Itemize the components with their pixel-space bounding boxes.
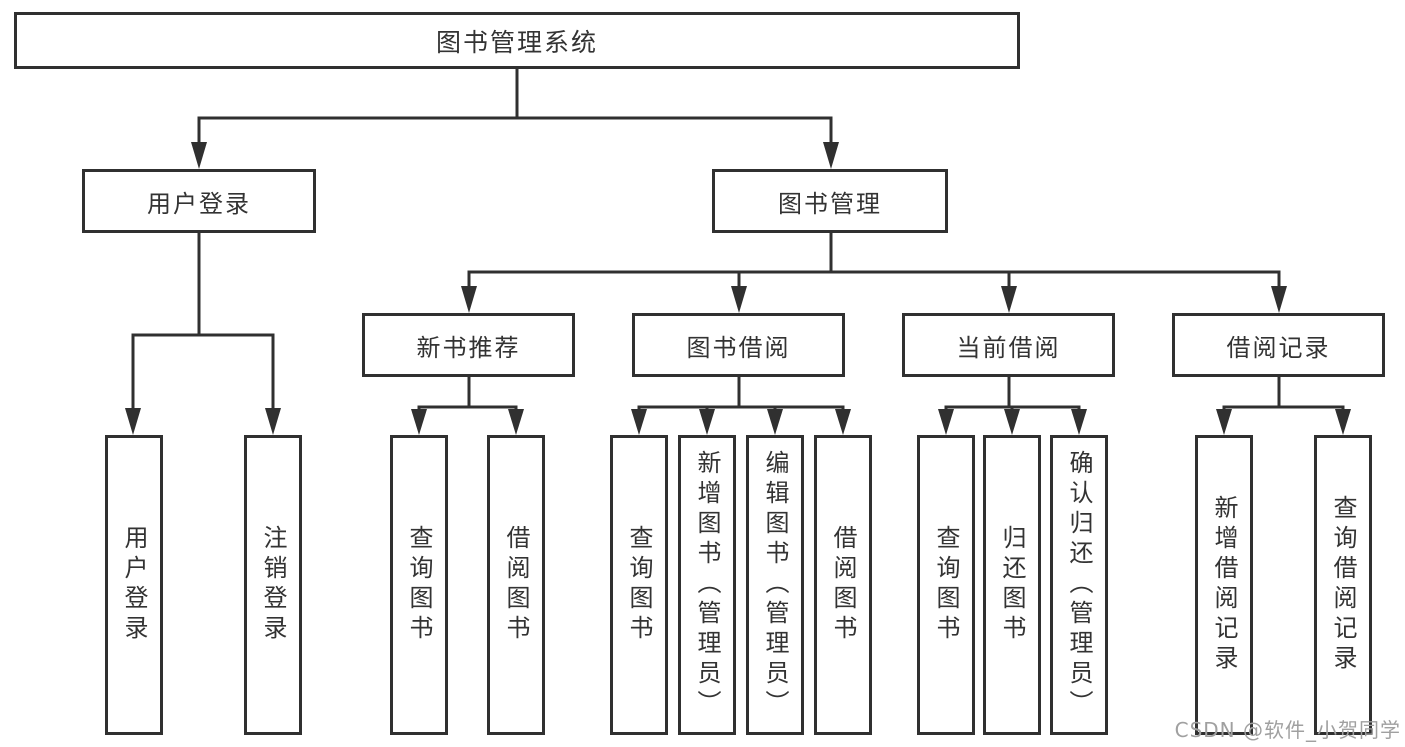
- leaf-add-books-admin-label: 新增图书（管理员）: [693, 450, 721, 720]
- leaf-user-login-label: 用户登录: [120, 525, 148, 645]
- leaf-borrow-books-label: 借阅图书: [829, 525, 857, 645]
- node-user-login: 用户登录: [82, 169, 316, 233]
- leaf-return-books: 归还图书: [983, 435, 1041, 735]
- node-library-management-system-label: 图书管理系统: [435, 27, 598, 57]
- leaf-newbook-query-books-label: 查询图书: [405, 525, 433, 645]
- leaf-logout-label: 注销登录: [259, 525, 287, 645]
- leaf-add-books-admin: 新增图书（管理员）: [678, 435, 736, 735]
- leaf-borrow-query-books: 查询图书: [610, 435, 668, 735]
- node-borrow-records: 借阅记录: [1172, 313, 1385, 377]
- node-current-borrow-label: 当前借阅: [956, 333, 1061, 362]
- leaf-current-query-books-label: 查询图书: [932, 525, 960, 645]
- leaf-logout: 注销登录: [244, 435, 302, 735]
- node-new-book-recommend-label: 新书推荐: [416, 333, 521, 362]
- leaf-edit-books-admin: 编辑图书（管理员）: [746, 435, 804, 735]
- leaf-current-query-books: 查询图书: [917, 435, 975, 735]
- leaf-borrow-query-books-label: 查询图书: [625, 525, 653, 645]
- leaf-user-login: 用户登录: [105, 435, 163, 735]
- node-user-login-label: 用户登录: [147, 189, 251, 218]
- leaf-add-borrow-record-label: 新增借阅记录: [1210, 495, 1238, 675]
- leaf-confirm-return-admin-label: 确认归还（管理员）: [1065, 450, 1093, 720]
- node-book-borrow-label: 图书借阅: [686, 333, 791, 362]
- node-new-book-recommend: 新书推荐: [362, 313, 575, 377]
- leaf-return-books-label: 归还图书: [998, 525, 1026, 645]
- leaf-query-borrow-record-label: 查询借阅记录: [1329, 495, 1357, 675]
- node-library-management-system: 图书管理系统: [14, 12, 1020, 69]
- node-book-management: 图书管理: [712, 169, 948, 233]
- leaf-borrow-books: 借阅图书: [814, 435, 872, 735]
- leaf-confirm-return-admin: 确认归还（管理员）: [1050, 435, 1108, 735]
- leaf-add-borrow-record: 新增借阅记录: [1195, 435, 1253, 735]
- leaf-newbook-query-books: 查询图书: [390, 435, 448, 735]
- leaf-newbook-borrow-books-label: 借阅图书: [502, 525, 530, 645]
- node-current-borrow: 当前借阅: [902, 313, 1115, 377]
- leaf-query-borrow-record: 查询借阅记录: [1314, 435, 1372, 735]
- node-borrow-records-label: 借阅记录: [1226, 333, 1331, 362]
- leaf-edit-books-admin-label: 编辑图书（管理员）: [761, 450, 789, 720]
- leaf-newbook-borrow-books: 借阅图书: [487, 435, 545, 735]
- node-book-borrow: 图书借阅: [632, 313, 845, 377]
- csdn-watermark: CSDN @软件_小贺同学: [1174, 718, 1401, 742]
- node-book-management-label: 图书管理: [778, 189, 882, 218]
